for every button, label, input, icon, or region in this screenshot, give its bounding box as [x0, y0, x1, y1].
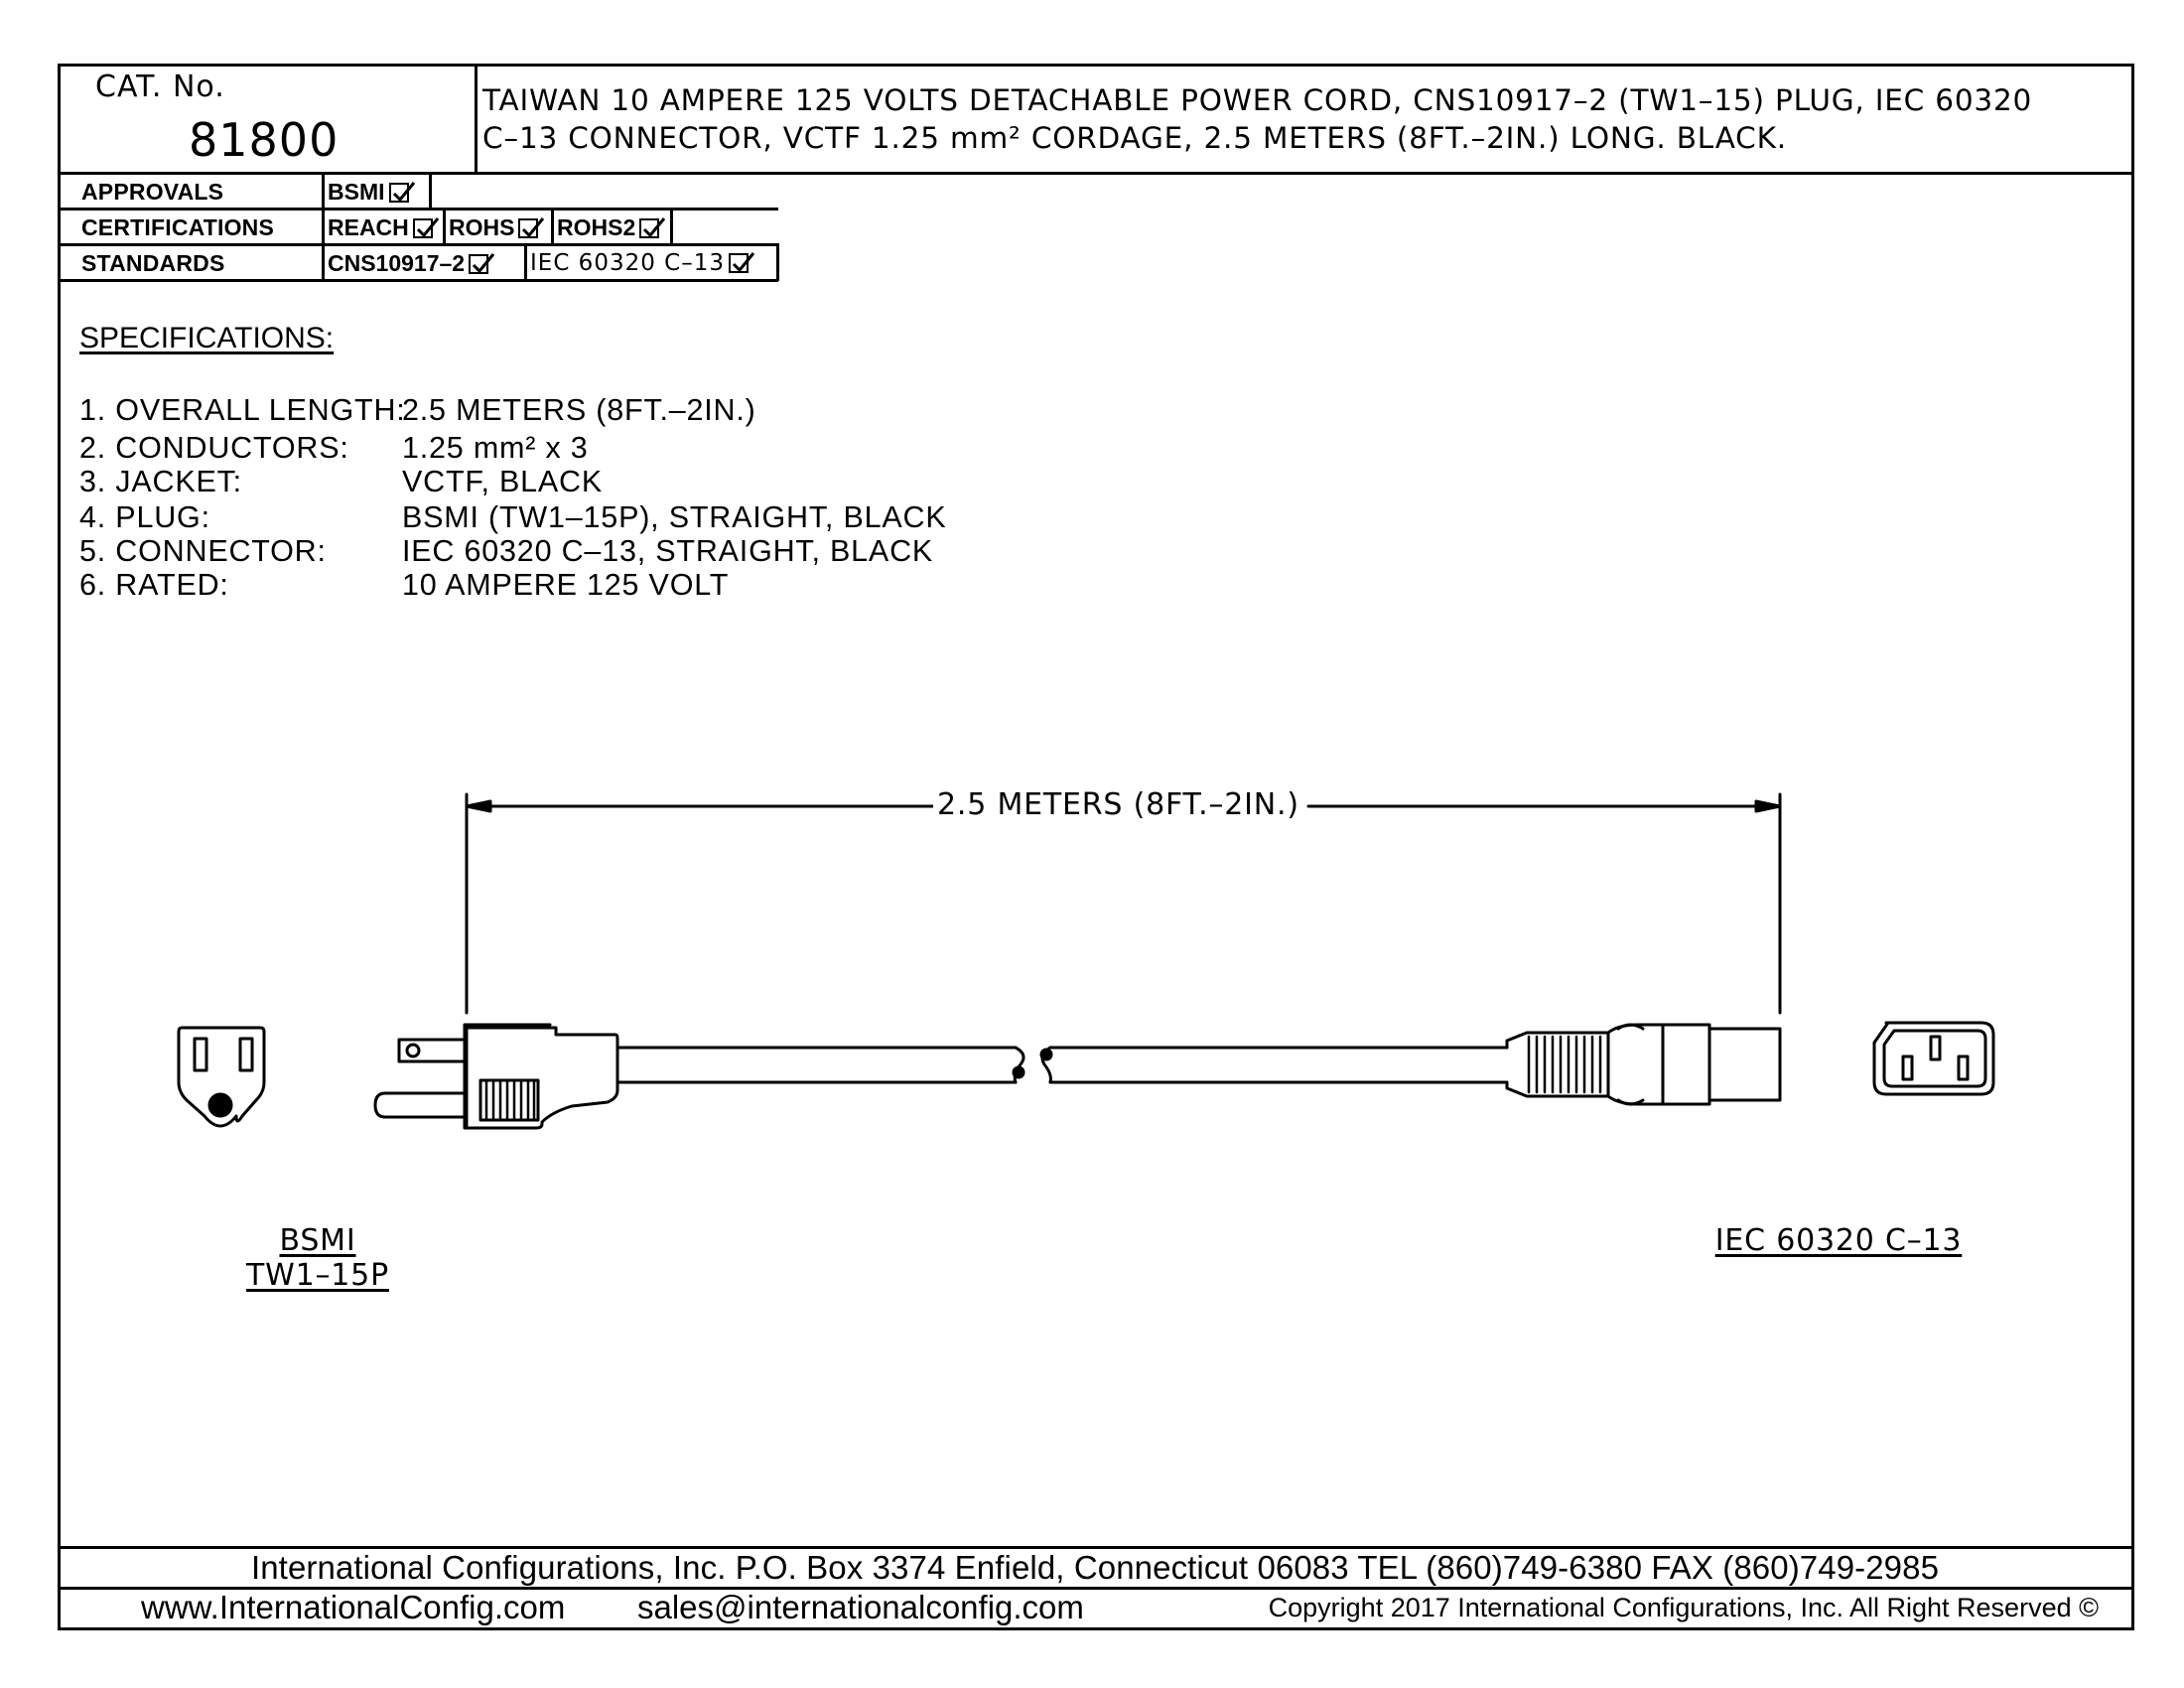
- connector-ribs: [1527, 1035, 1602, 1094]
- plug-body: [463, 1023, 469, 1130]
- connector-face-icon: [1872, 1021, 1995, 1096]
- cert-reach: REACH: [328, 214, 439, 241]
- connector-grip-notch-top: [1616, 1023, 1645, 1031]
- title-divider: [58, 172, 2134, 175]
- cert-rohs-text: ROHS: [449, 214, 515, 240]
- cat-number: 81800: [189, 113, 340, 167]
- grid-line-1: [58, 208, 778, 211]
- approval-bsmi-text: BSMI: [328, 179, 385, 205]
- certifications-label: CERTIFICATIONS: [81, 214, 275, 240]
- plug-housing: [465, 1026, 619, 1130]
- description-line-2: C–13 CONNECTOR, VCTF 1.25 mm² CORDAGE, 2…: [482, 121, 1787, 155]
- spec-row: 5. CONNECTOR: IEC 60320 C–13, STRAIGHT, B…: [79, 534, 933, 569]
- footer-divider-2: [58, 1587, 2134, 1590]
- footer-copyright: Copyright 2017 International Configurati…: [1268, 1593, 2099, 1622]
- cat-label: CAT. No.: [95, 70, 225, 104]
- grid-line-2: [58, 243, 778, 246]
- plug-housing-top: [465, 1023, 552, 1030]
- plug-face-slot-left: [193, 1037, 208, 1072]
- spec-value: IEC 60320 C–13, STRAIGHT, BLACK: [402, 534, 934, 568]
- plug-face-ground-hole: [207, 1092, 233, 1118]
- footer-website[interactable]: www.InternationalConfig.com: [141, 1589, 566, 1625]
- approvals-label: APPROVALS: [81, 179, 224, 205]
- grid-cell-divider-rohs: [551, 208, 554, 245]
- grid-label-divider: [322, 172, 325, 281]
- cat-divider: [475, 64, 478, 174]
- grid-cell-divider-reach: [443, 208, 446, 245]
- checkbox-checked-icon: [639, 217, 666, 238]
- arrow-left-icon: [465, 799, 492, 813]
- standards-label: STANDARDS: [81, 250, 225, 276]
- spec-value: BSMI (TW1–15P), STRAIGHT, BLACK: [402, 500, 947, 534]
- spec-key: 3. JACKET:: [79, 465, 242, 498]
- standard-cns-text: CNS10917–2: [328, 250, 466, 276]
- footer-divider-1: [58, 1546, 2134, 1549]
- checkbox-checked-icon: [412, 217, 439, 238]
- footer-email[interactable]: sales@internationalconfig.com: [637, 1589, 1084, 1625]
- specifications-title: SPECIFICATIONS:: [79, 322, 335, 354]
- spec-key: 1. OVERALL LENGTH:: [79, 393, 406, 427]
- spec-row: 1. OVERALL LENGTH:2.5 METERS (8FT.–2IN.): [79, 393, 756, 428]
- spec-value: 10 AMPERE 125 VOLT: [402, 568, 730, 602]
- cert-rohs: ROHS: [449, 214, 545, 241]
- drawing-frame: [58, 64, 2134, 1630]
- plug-label-line-2: TW1–15P: [246, 1258, 389, 1293]
- standard-cns: CNS10917–2: [328, 250, 495, 277]
- spec-row: 3. JACKET: VCTF, BLACK: [79, 465, 603, 499]
- standard-iec: IEC 60320 C–13: [530, 250, 755, 276]
- connector-face-inner: [1882, 1029, 1987, 1088]
- spec-key: 2. CONDUCTORS:: [79, 431, 349, 465]
- checkbox-checked-icon: [729, 252, 755, 273]
- grid-line-3: [58, 279, 778, 282]
- spec-value: 1.25 mm² x 3: [402, 431, 589, 465]
- connector-collar: [1661, 1023, 1782, 1106]
- grid-cell-end-certs: [670, 208, 673, 245]
- connector-grip-notch-bottom: [1616, 1098, 1645, 1106]
- spec-row: 2. CONDUCTORS: 1.25 mm² x 3: [79, 431, 589, 466]
- spec-value: 2.5 METERS (8FT.–2IN.): [402, 393, 756, 427]
- plug-label: BSMI TW1–15P: [228, 1223, 407, 1293]
- checkbox-checked-icon: [388, 182, 415, 203]
- spec-value: VCTF, BLACK: [402, 465, 604, 498]
- spec-key: 6. RATED:: [79, 568, 229, 602]
- connector-slot-right: [1957, 1055, 1970, 1081]
- approval-bsmi: BSMI: [328, 179, 415, 206]
- plug-label-line-1: BSMI: [279, 1223, 356, 1258]
- cert-reach-text: REACH: [328, 214, 409, 240]
- plug-grip: [478, 1078, 540, 1122]
- checkbox-checked-icon: [518, 217, 545, 238]
- product-description: TAIWAN 10 AMPERE 125 VOLTS DETACHABLE PO…: [482, 81, 2032, 157]
- footer-address: International Configurations, Inc. P.O. …: [250, 1549, 1940, 1586]
- arrow-right-icon: [1754, 799, 1782, 813]
- spec-key: 4. PLUG:: [79, 500, 210, 534]
- cable-break-dot-right: [1039, 1048, 1053, 1061]
- spec-row: 4. PLUG: BSMI (TW1–15P), STRAIGHT, BLACK: [79, 500, 947, 535]
- checkbox-checked-icon: [469, 253, 495, 274]
- description-line-1: TAIWAN 10 AMPERE 125 VOLTS DETACHABLE PO…: [482, 83, 2033, 117]
- standard-iec-text: IEC 60320 C–13: [530, 250, 725, 276]
- plug-face-icon: [177, 1026, 266, 1128]
- plug-grip-ribs: [484, 1080, 536, 1120]
- cert-rohs2: ROHS2: [557, 214, 666, 241]
- plug-face-slot-right: [238, 1037, 254, 1072]
- plug-blade: [373, 1091, 467, 1119]
- grid-cell-divider-cns: [524, 243, 527, 281]
- grid-cell-end-standards: [776, 243, 779, 281]
- connector-slot-left: [1901, 1055, 1914, 1081]
- connector-strain-relief: [1505, 1031, 1610, 1098]
- grid-cell-end-approvals: [429, 172, 432, 210]
- cable-break-dot-left: [1012, 1065, 1025, 1079]
- connector-label: IEC 60320 C–13: [1714, 1223, 1963, 1258]
- connector-body: [1606, 1023, 1665, 1106]
- cert-rohs2-text: ROHS2: [557, 214, 636, 240]
- spec-key: 5. CONNECTOR:: [79, 534, 327, 568]
- dimension-label: 2.5 METERS (8FT.–2IN.): [933, 787, 1303, 822]
- spec-row: 6. RATED: 10 AMPERE 125 VOLT: [79, 568, 729, 603]
- plug-pin-hole: [405, 1043, 421, 1058]
- plug-ground-pin: [397, 1038, 467, 1063]
- connector-slot-center: [1929, 1035, 1942, 1061]
